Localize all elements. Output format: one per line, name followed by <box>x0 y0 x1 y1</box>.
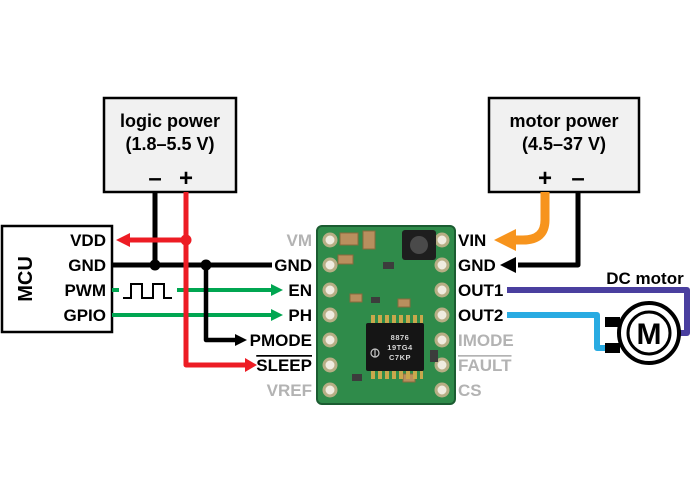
arrow-ph <box>271 309 283 321</box>
pin-hole <box>434 332 450 348</box>
motor-power-title: motor power <box>509 111 618 131</box>
dc-motor-label: DC motor <box>606 269 684 288</box>
mcu-label: MCU <box>15 256 37 302</box>
pin-hole <box>434 282 450 298</box>
wire-logic-pos-sleep <box>183 192 245 368</box>
mcu-outline <box>0 224 114 334</box>
pin-hole <box>434 257 450 273</box>
pin-label-imode: IMODE <box>458 331 514 350</box>
pcb-holes-left <box>322 232 338 398</box>
mcu-pin-pwm: PWM <box>64 281 106 300</box>
motor-terminal-top <box>605 317 620 327</box>
pin-label-cs: CS <box>458 381 482 400</box>
arrow-pmode <box>235 334 247 346</box>
smd-component <box>397 298 411 308</box>
mcu-box: MCU VDD GND PWM GPIO <box>0 224 114 334</box>
pin-label-out1: OUT1 <box>458 281 503 300</box>
wire-pmode <box>203 265 235 343</box>
pin-hole <box>322 357 338 373</box>
wire-out1 <box>507 287 690 336</box>
arrow-sleep <box>245 358 257 372</box>
pin-hole <box>322 232 338 248</box>
pin-label-vm: VM <box>287 231 313 250</box>
logic-power-outline <box>102 96 238 194</box>
pin-hole <box>322 382 338 398</box>
ic-body <box>366 323 424 371</box>
mcu-pin-gpio: GPIO <box>63 306 106 325</box>
smd-component <box>383 262 394 269</box>
ic-marking-line3: C7KP <box>389 353 411 362</box>
wire-out2 <box>507 312 612 351</box>
motor-power-outline <box>487 96 641 194</box>
arrow-en <box>271 284 283 296</box>
logic-power-pos-terminal: + <box>179 165 193 192</box>
dc-motor: DC motor M <box>605 269 684 365</box>
pin-label-vref: VREF <box>267 381 312 400</box>
smd-component <box>430 350 438 362</box>
pin-hole <box>322 282 338 298</box>
smd-component <box>339 232 359 246</box>
pin-label-gnd-left: GND <box>274 256 312 275</box>
inductor-core <box>410 236 428 254</box>
pin-label-ph: PH <box>288 306 312 325</box>
pwm-signal-symbol <box>119 279 177 300</box>
pin-label-out2: OUT2 <box>458 306 503 325</box>
pin-label-pmode: PMODE <box>250 331 312 350</box>
ic-marking-line2: 19TG4 <box>387 343 413 352</box>
pwm-symbol-bg <box>119 279 177 300</box>
smd-component <box>362 230 376 250</box>
ic-marking-line1: 8876 <box>391 333 410 342</box>
motor-power-box: motor power (4.5–37 V) + – <box>487 96 641 194</box>
junction-dot <box>200 259 212 271</box>
logic-power-box: logic power (1.8–5.5 V) – + <box>102 96 238 194</box>
pin-label-sleep: SLEEP <box>256 356 312 375</box>
mcu-pin-gnd: GND <box>68 256 106 275</box>
pin-hole <box>322 332 338 348</box>
motor-terminal-bottom <box>605 343 620 353</box>
mcu-pin-vdd: VDD <box>70 231 106 250</box>
junction-dot <box>149 259 161 271</box>
pin-hole <box>434 357 450 373</box>
board-pin-labels-right: VIN GND OUT1 OUT2 IMODE FAULT CS <box>458 231 514 400</box>
wire-motor-gnd <box>518 192 581 268</box>
motor-power-range: (4.5–37 V) <box>522 134 606 154</box>
driver-ic: 8876 19TG4 C7KP <box>366 315 424 379</box>
smd-component <box>337 254 354 265</box>
wire-vin-orange <box>514 192 550 245</box>
driver-board: 8876 19TG4 C7KP <box>316 225 456 405</box>
pin-label-vin: VIN <box>458 231 486 250</box>
logic-power-range: (1.8–5.5 V) <box>125 134 214 154</box>
arrow-vin <box>494 229 516 251</box>
smd-component <box>352 374 362 381</box>
board-pin-labels-left: VM GND EN PH PMODE SLEEP VREF <box>250 231 312 400</box>
motor-power-neg-terminal: – <box>571 165 584 192</box>
pin-hole <box>322 307 338 323</box>
motor-body-inner <box>626 310 672 356</box>
arrow-gnd-right <box>500 257 516 273</box>
smd-component <box>371 297 380 303</box>
pin-label-fault: FAULT <box>458 356 512 375</box>
pin-hole <box>322 257 338 273</box>
square-wave-icon <box>123 283 172 299</box>
pin-hole <box>434 382 450 398</box>
arrow-vdd <box>116 233 130 247</box>
pin-label-gnd-right: GND <box>458 256 496 275</box>
pin-hole <box>434 232 450 248</box>
logic-power-neg-terminal: – <box>148 165 161 192</box>
junction-dot <box>180 234 192 246</box>
motor-symbol: M <box>637 318 662 351</box>
pin-hole <box>434 307 450 323</box>
pin-label-en: EN <box>288 281 312 300</box>
logic-power-title: logic power <box>120 111 220 131</box>
motor-power-pos-terminal: + <box>538 165 552 192</box>
smd-component <box>349 293 363 303</box>
